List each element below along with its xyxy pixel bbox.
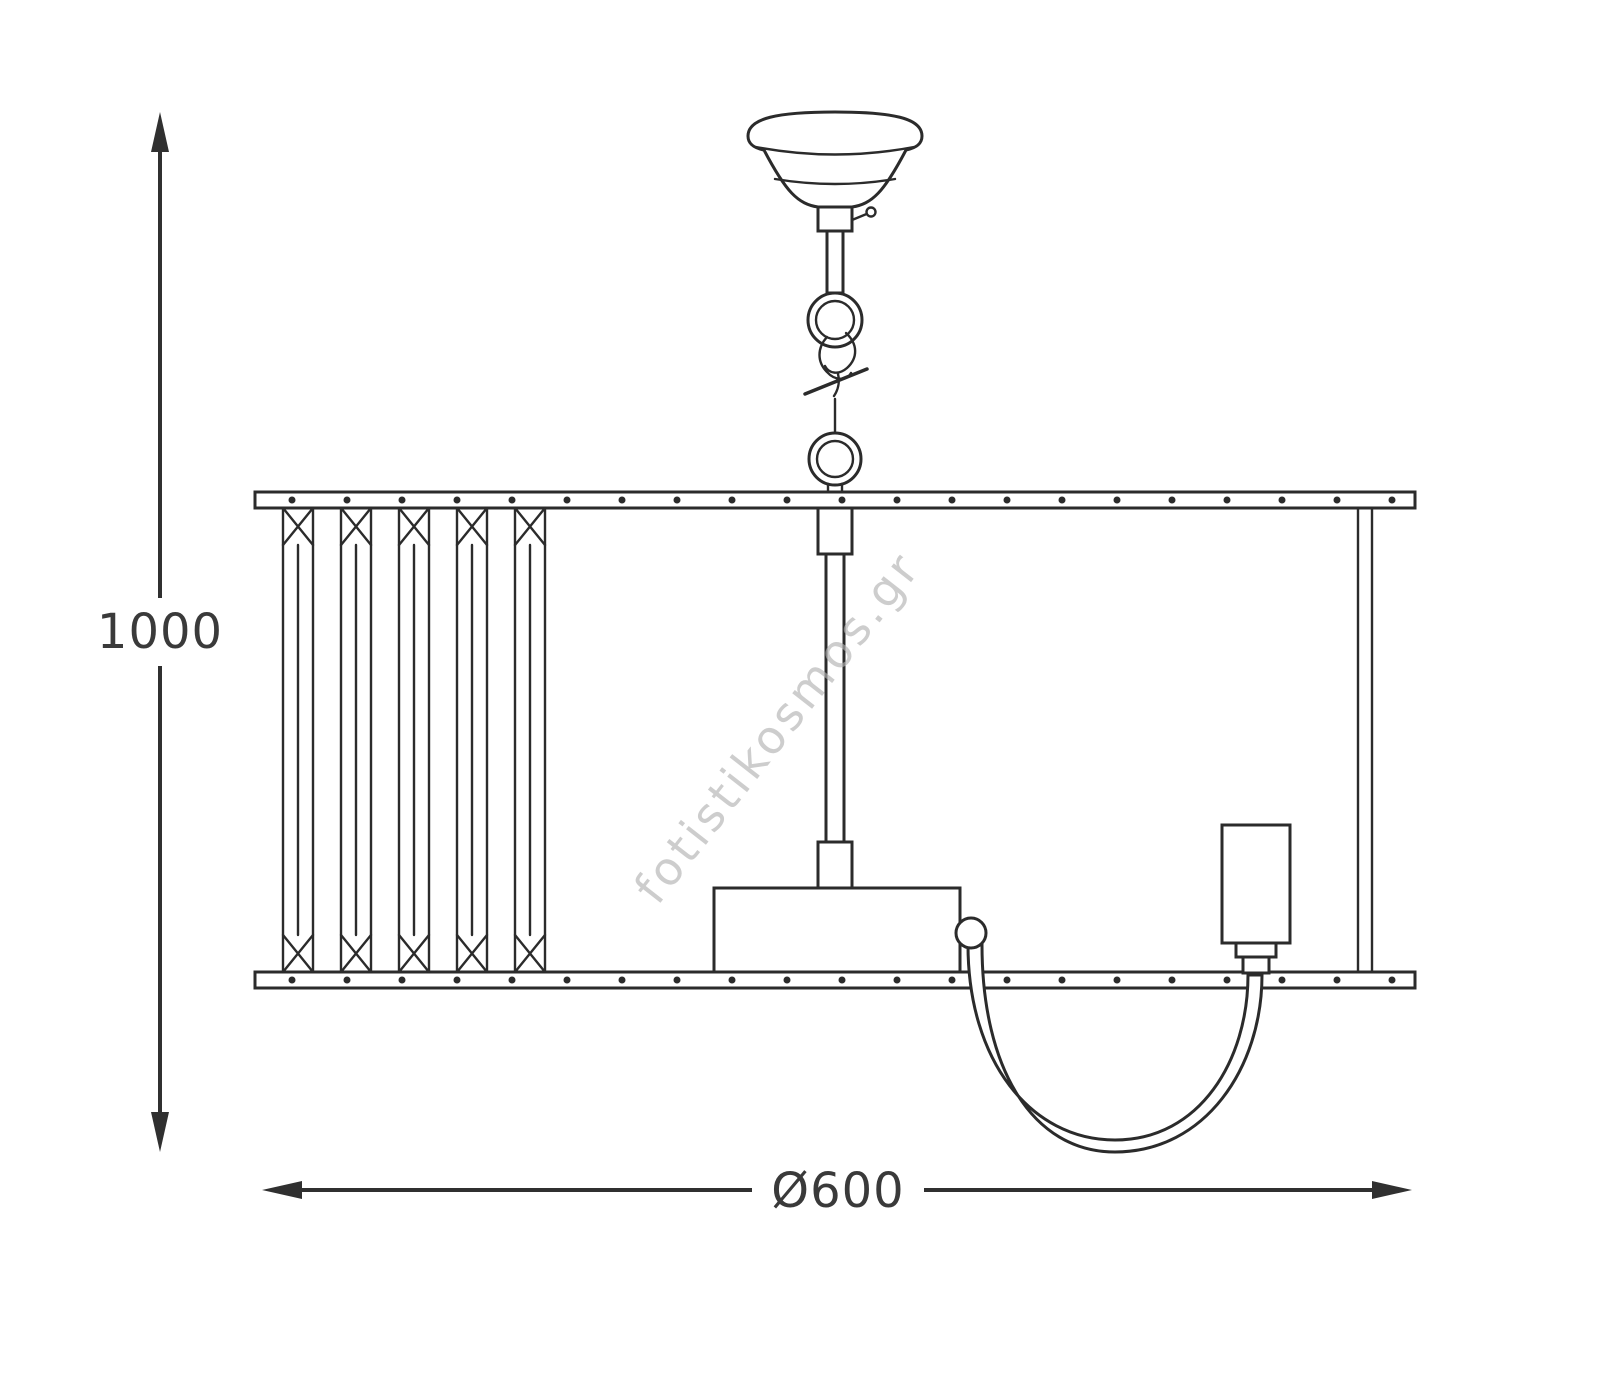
watermark: fotistikosmos.gr — [624, 541, 932, 914]
bottom-rail-rivets — [288, 976, 1396, 984]
right-frame-rod — [1356, 506, 1374, 974]
arm-tube — [966, 943, 1264, 1154]
break-slash — [803, 367, 869, 396]
candle-holder — [1220, 823, 1292, 975]
crystal-prism — [339, 506, 373, 974]
crystal-prism — [513, 506, 547, 974]
stem-coupler-upper — [816, 506, 854, 556]
crystal-prism — [455, 506, 489, 974]
collar-screw-head — [865, 206, 877, 218]
candle-arm — [954, 916, 1264, 1154]
s-hook-tail — [832, 372, 840, 398]
canopy-collar — [816, 205, 854, 233]
arrow-up-icon — [151, 112, 169, 152]
ceiling-canopy — [746, 110, 924, 233]
crystal-prisms — [281, 506, 547, 974]
upper-stem — [825, 229, 845, 295]
top-rail — [253, 490, 1417, 510]
canopy-seam-line — [773, 177, 897, 186]
diameter-dimension-label: Ø600 — [771, 1163, 904, 1219]
crystal-prism — [397, 506, 431, 974]
lower-ring-inner — [815, 439, 855, 479]
height-dimension-label: 1000 — [97, 604, 223, 660]
candle-neck — [1234, 941, 1278, 959]
candle-body — [1220, 823, 1292, 945]
arrow-left-icon — [262, 1181, 302, 1199]
s-hook — [823, 331, 857, 374]
top-rail-rivets — [288, 496, 1396, 504]
center-stem-assembly — [712, 506, 962, 974]
crystal-prism — [281, 506, 315, 974]
upper-ring-inner — [814, 299, 856, 341]
candle-socket — [1241, 955, 1271, 975]
suspension-chain — [803, 229, 869, 495]
canopy-rim-line — [754, 145, 916, 156]
diameter-dimension: Ø600 — [262, 1163, 1412, 1219]
stem-coupler-lower — [816, 840, 854, 890]
arrow-right-icon — [1372, 1181, 1412, 1199]
arrow-down-icon — [151, 1112, 169, 1152]
height-dimension: 1000 — [97, 112, 223, 1152]
arm-joint-ball — [954, 916, 988, 950]
canopy-bell — [746, 110, 924, 209]
bottom-rail — [253, 970, 1417, 990]
body-block — [712, 886, 962, 974]
